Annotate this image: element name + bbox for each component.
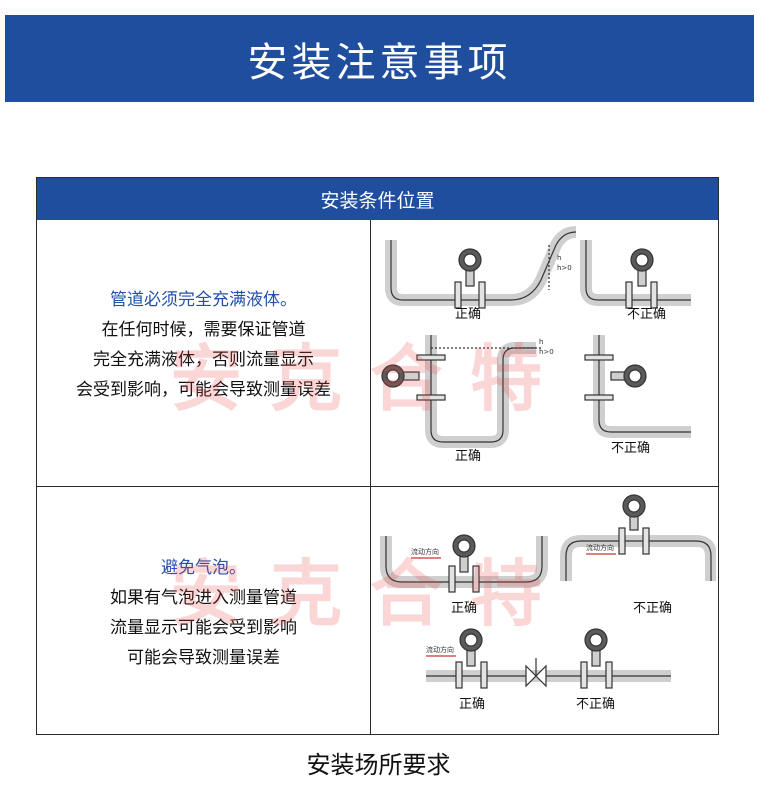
installation-conditions-table: 安装条件位置 管道必须完全充满液体。 在任何时候，需要保证管道 完全充满液体，否… bbox=[36, 177, 719, 735]
label-correct-b: 正确 bbox=[455, 449, 481, 464]
h-mark-a: h bbox=[557, 254, 561, 262]
h-cond-a: h>0 bbox=[557, 264, 572, 272]
row1-line-2: 完全充满液体，否则流量显示 bbox=[93, 350, 314, 370]
label-incorrect-c: 不正确 bbox=[633, 601, 672, 616]
title-banner: 安装注意事项 bbox=[5, 15, 754, 102]
label-incorrect-b: 不正确 bbox=[611, 441, 650, 456]
page-title: 安装注意事项 bbox=[247, 39, 512, 86]
row2-line-2: 流量显示可能会受到影响 bbox=[110, 618, 297, 638]
label-correct-d: 正确 bbox=[459, 697, 485, 712]
flow-dir-b: 流动方向 bbox=[586, 543, 614, 552]
row2-line-1: 如果有气泡进入测量管道 bbox=[110, 588, 297, 608]
full-pipe-diagram: h h>0 h h>0 正确 不正确 正确 不正确 bbox=[381, 226, 691, 464]
row1-lead: 管道必须完全充满液体。 bbox=[110, 290, 297, 310]
row1-line-1: 在任何时候，需要保证管道 bbox=[101, 320, 306, 340]
label-incorrect-d: 不正确 bbox=[576, 697, 615, 712]
label-incorrect-a: 不正确 bbox=[627, 307, 666, 322]
row2-lead: 避免气泡。 bbox=[161, 558, 246, 578]
flow-dir-c: 流动方向 bbox=[426, 645, 454, 654]
watermark-upper: 安克合特 bbox=[170, 337, 571, 421]
column-divider bbox=[370, 220, 371, 734]
table-header: 安装条件位置 bbox=[37, 178, 718, 220]
label-correct-a: 正确 bbox=[455, 307, 481, 322]
row2-line-3: 可能会导致测量误差 bbox=[127, 648, 280, 668]
row1-line-3: 会受到影响，可能会导致测量误差 bbox=[76, 380, 331, 400]
bottom-caption: 安装场所要求 bbox=[306, 751, 451, 779]
row-divider bbox=[37, 486, 718, 487]
label-correct-c: 正确 bbox=[451, 601, 477, 616]
row1-text: 管道必须完全充满液体。 在任何时候，需要保证管道 完全充满液体，否则流量显示 会… bbox=[37, 285, 370, 405]
h-mark-b: h bbox=[539, 338, 543, 346]
watermark-lower: 安克合特 bbox=[170, 552, 571, 636]
flow-dir-a: 流动方向 bbox=[411, 547, 439, 556]
avoid-bubbles-diagram: 流动方向 流动方向 流动方向 正确 不正确 正确 不正确 bbox=[380, 494, 716, 712]
h-cond-b: h>0 bbox=[539, 348, 554, 356]
row2-text: 避免气泡。 如果有气泡进入测量管道 流量显示可能会受到影响 可能会导致测量误差 bbox=[37, 553, 370, 673]
